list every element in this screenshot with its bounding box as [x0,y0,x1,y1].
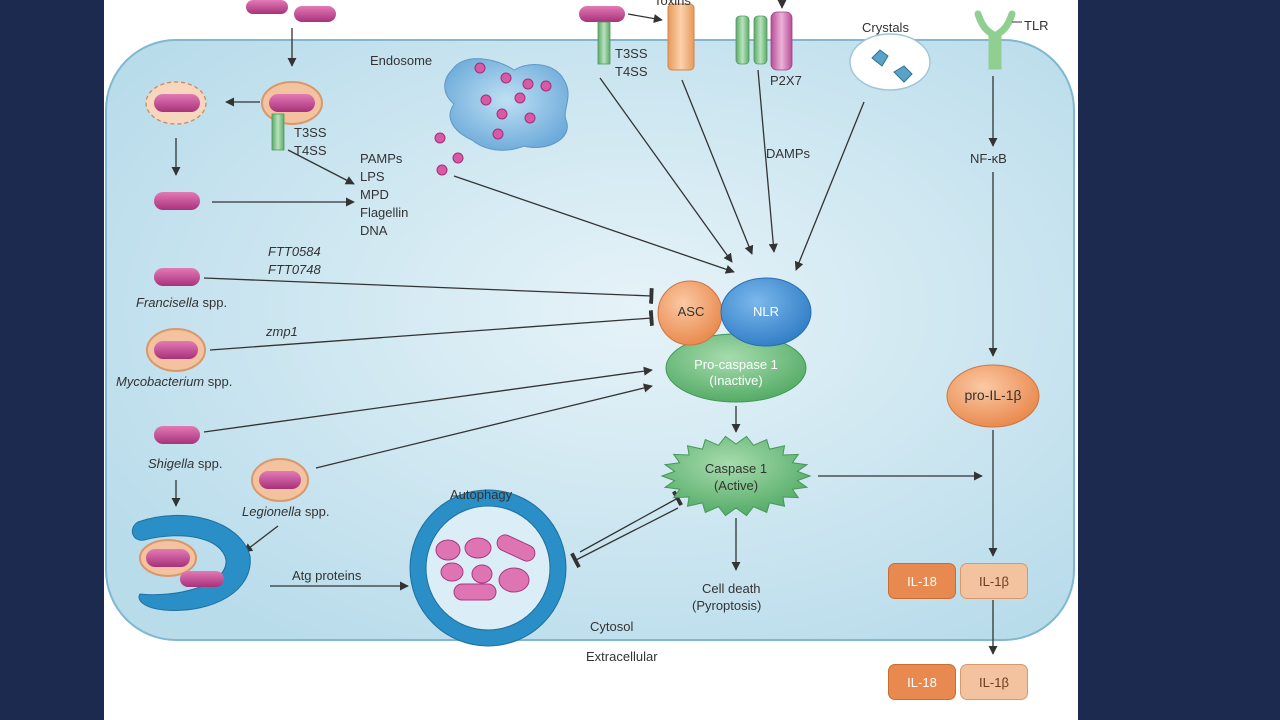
pro-il-1b-label: pro-IL-1β [964,387,1022,403]
extracellular-label: Extracellular [586,649,658,664]
bacterium [579,6,625,22]
procaspase-label-2: (Inactive) [709,373,763,388]
t4ss-left-label: T4SS [294,143,327,158]
crystal [893,65,913,83]
pyroptosis-label: (Pyroptosis) [692,598,762,613]
mycobacterium-bacterium [154,341,198,359]
il-18-box-cytosol: IL-18 [888,563,956,599]
lps-label: LPS [360,169,385,184]
endosome [444,58,569,151]
endosome-pamp-particles [434,62,552,176]
crystals-label: Crystals [862,20,909,35]
nlr [720,277,812,347]
ftt0748-label: FTT0748 [268,262,321,277]
francisella-bacterium [154,268,200,286]
phagophore [131,515,251,611]
toxins-label: Toxins [654,0,691,8]
crystal-phagosome [849,33,931,91]
dna-label: DNA [360,223,388,238]
shigella-label: Shigella spp. [148,456,223,471]
t3ss-top-label: T3SS [615,46,648,61]
toxin-channel [667,3,695,71]
il-1b-box-extracellular: IL-1β [960,664,1028,700]
legionella-bacterium [259,471,301,489]
asc-label: ASC [677,304,705,319]
tlr-label: TLR [1024,18,1049,33]
tlr-receptor [974,10,1016,70]
t4ss-top-label: T4SS [615,64,648,79]
bacterium [146,549,190,567]
il-18-box-extracellular: IL-18 [888,664,956,700]
endosome-label: Endosome [370,53,433,68]
pathway-diagram [105,0,1075,655]
cell-death-label: Cell death [702,581,761,596]
ftt0584-label: FTT0584 [268,244,321,259]
pro-il-1b [946,364,1040,428]
mpd-label: MPD [360,187,389,202]
bacterium [246,0,288,14]
zmp1-label: zmp1 [266,324,298,339]
bacterium [269,94,315,112]
il-1b-box-cytosol: IL-1β [960,563,1028,599]
pamps-label: PAMPs [360,151,403,166]
nlr-label: NLR [752,304,779,319]
cytosol-label: Cytosol [590,619,634,634]
channel [753,15,768,65]
mycobacterium-label: Mycobacterium spp. [116,374,233,389]
secretion-system [271,113,285,151]
flagellin-label: Flagellin [360,205,409,220]
diagram-panel: Endosome Toxins Crystals TLR T3SS T4SS P… [104,0,1078,720]
damps-label: DAMPs [766,146,811,161]
atg-proteins-label: Atg proteins [292,568,362,583]
cytosolic-bacterium [154,192,200,210]
caspase-label-1: Caspase 1 [704,461,768,476]
caspase-1-active [660,435,812,517]
crystal [871,49,889,67]
shigella-bacterium [154,426,200,444]
bacterium [154,94,200,112]
procaspase-label-1: Pro-caspase 1 [694,357,778,372]
channel [735,15,750,65]
caspase-label-2: (Active) [713,478,759,493]
t3ss-left-label: T3SS [294,125,327,140]
p2x7-label: P2X7 [770,73,802,88]
nfkb-label: NF-κB [970,151,1007,166]
cell-membrane [105,39,1075,641]
secretion-system [597,21,611,65]
francisella-label: Francisella spp. [136,295,228,310]
autophagy-label: Autophagy [450,487,513,502]
degraded-bacteria [435,534,536,601]
legionella-label: Legionella spp. [242,504,330,519]
p2x7-receptor [770,11,793,71]
bacterium [180,571,224,587]
bacterium [294,6,336,22]
